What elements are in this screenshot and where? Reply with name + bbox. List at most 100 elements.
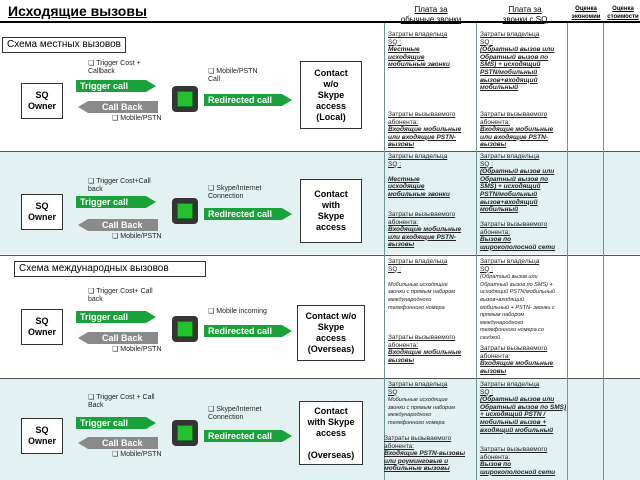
- callback-note: ❑Mobile/PSTN: [112, 451, 162, 459]
- mid-note-text: Skype/Internet Connection: [208, 406, 262, 421]
- column-divider: [603, 23, 604, 480]
- contact-box: Contact w/o Skype access (Overseas): [297, 305, 365, 361]
- cell-value: Входящие мобильные или входящие PSTN- вы…: [480, 126, 554, 149]
- column-divider: [384, 23, 385, 480]
- cell-label: Затраты вызываемого абонента:: [384, 435, 452, 450]
- cell-value: (Обратный вызов или Обратный вызов по SM…: [480, 274, 556, 341]
- section-intl-label: Схема международных вызовов: [14, 261, 206, 277]
- cell-value: Входящие мобильные или входящие PSTN- вы…: [388, 226, 462, 249]
- header-sq-calls: Плата за звонки с SQ: [502, 5, 548, 24]
- section-local-label: Схема местных вызовов: [2, 37, 126, 53]
- cell-label: Затраты вызываемого абонента:: [480, 345, 548, 360]
- switch-icon: [172, 420, 198, 446]
- callback-note-text: Mobile/PSTN: [120, 451, 162, 458]
- bullet-icon: ❑: [208, 185, 215, 192]
- sq-cost-owner-cell: Затраты владельца SQ : (Обратный вызов и…: [480, 258, 567, 344]
- bullet-icon: ❑: [112, 233, 119, 240]
- header-cost: Оценка стоимости: [607, 6, 639, 20]
- callback-note-text: Mobile/PSTN: [120, 115, 162, 122]
- call-back-arrow: Call Back: [78, 219, 158, 231]
- plain-cost-owner-cell: Затраты владельца SQ : Местные исходящие…: [388, 31, 476, 101]
- cell-value: Местные исходящие мобильные звонки: [388, 175, 450, 198]
- sq-cost-owner-cell: Затраты владельца SQ : (Обратный вызов и…: [480, 31, 567, 107]
- cell-label: Затраты вызываемого абонента:: [480, 446, 548, 461]
- cell-label: Затраты владельца SQ :: [480, 153, 540, 168]
- mid-note: ❑Skype/Internet Connection: [208, 185, 261, 201]
- call-back-arrow: Call Back: [78, 437, 158, 449]
- plain-cost-owner-cell: Затраты владельца SQ Мобильные исходящие…: [388, 381, 476, 433]
- cell-value: Вызов по широкополосной сети: [480, 236, 556, 251]
- cell-label: Затраты вызываемого абонента:: [388, 111, 456, 126]
- cell-value: Вызов по широкополосной сети: [480, 461, 556, 476]
- trigger-call-arrow: Trigger call: [76, 80, 156, 92]
- contact-box: Contact w/o Skype access (Local): [300, 61, 362, 129]
- plain-cost-callee-cell: Затраты вызываемого абонента: Входящие м…: [388, 111, 476, 151]
- callback-note: ❑Mobile/PSTN: [112, 115, 162, 123]
- redirected-call-arrow: Redirected call: [204, 325, 292, 337]
- sq-owner-box: SQ Owner: [21, 194, 63, 230]
- page-title: Исходящие вызовы: [8, 3, 147, 19]
- cell-value: Входящие PSTN-вызовы или роуминговые и м…: [384, 450, 466, 473]
- mid-note-text: Mobile incoming: [216, 308, 267, 315]
- mid-note: ❑Skype/Internet Connection: [208, 406, 261, 422]
- trigger-call-arrow: Trigger call: [76, 417, 156, 429]
- call-back-arrow: Call Back: [78, 332, 158, 344]
- sq-cost-owner-cell: Затраты владельца SQ : (Обратный вызов и…: [480, 153, 567, 219]
- trigger-call-arrow: Trigger call: [76, 196, 156, 208]
- cell-value: Входящие мобильные или входящие PSTN- вы…: [388, 126, 462, 149]
- redirected-call-arrow: Redirected call: [204, 94, 292, 106]
- cell-label: Затраты владельца SQ :: [480, 31, 540, 46]
- redirected-call-arrow: Redirected call: [204, 430, 292, 442]
- callback-note-text: Mobile/PSTN: [120, 346, 162, 353]
- call-back-arrow: Call Back: [78, 101, 158, 113]
- sq-owner-box: SQ Owner: [21, 83, 63, 119]
- plain-cost-owner-cell: Затраты владельца SQ : Мобильные исходящ…: [388, 258, 476, 330]
- cell-value: Входящие мобильные вызовы: [480, 360, 554, 375]
- cell-label: Затраты владельца SQ :: [480, 258, 540, 273]
- sq-cost-owner-cell: Затраты владельца SQ : (Обратный вызов и…: [480, 381, 568, 441]
- callback-note-text: Mobile/PSTN: [120, 233, 162, 240]
- plain-cost-owner-cell: Затраты владельца SQ : Местные исходящие…: [388, 153, 476, 209]
- redirected-call-arrow: Redirected call: [204, 208, 292, 220]
- cell-label: Затраты вызываемого абонента:: [388, 211, 456, 226]
- contact-box: Contact with Skype access (Overseas): [299, 401, 363, 465]
- cell-label: Затраты владельца SQ :: [480, 381, 540, 396]
- header-divider: [0, 21, 640, 23]
- trigger-cost-note: ❑Trigger Cost + Call Back: [88, 394, 155, 410]
- sq-cost-callee-cell: Затраты вызываемого абонента: Вызов по ш…: [480, 446, 567, 480]
- header-savings: Оценка экономии: [571, 6, 601, 20]
- cell-value: Местные исходящие мобильные звонки: [388, 46, 450, 69]
- callback-note: ❑Mobile/PSTN: [112, 233, 162, 241]
- column-divider: [567, 23, 568, 480]
- mid-note-text: Mobile/PSTN Call: [208, 68, 258, 83]
- bullet-icon: ❑: [88, 288, 95, 295]
- cell-label: Затраты владельца SQ :: [388, 31, 448, 46]
- mid-note: ❑Mobile incoming: [208, 308, 267, 316]
- bullet-icon: ❑: [88, 178, 95, 185]
- cell-label: Затраты вызываемого абонента:: [480, 111, 548, 126]
- sq-cost-callee-cell: Затраты вызываемого абонента: Входящие м…: [480, 111, 567, 151]
- cell-label: Затраты владельца SQ :: [388, 258, 448, 273]
- sq-owner-box: SQ Owner: [21, 418, 63, 454]
- cell-label: Затраты владельца SQ :: [388, 153, 448, 168]
- trigger-cost-text: Trigger Cost + Callback: [88, 60, 141, 75]
- cell-value: (Обратный вызов или Обратный вызов по SM…: [480, 396, 567, 434]
- trigger-cost-note: ❑Trigger Cost+ Call back: [88, 288, 153, 304]
- cell-value: (Обратный вызов или Обратный вызов по SM…: [480, 168, 555, 214]
- switch-icon: [172, 316, 198, 342]
- trigger-cost-text: Trigger Cost + Call Back: [88, 394, 155, 409]
- sq-cost-callee-cell: Затраты вызываемого абонента: Вызов по ш…: [480, 221, 567, 255]
- bullet-icon: ❑: [208, 68, 215, 75]
- mid-note: ❑Mobile/PSTN Call: [208, 68, 258, 84]
- column-divider: [476, 23, 477, 480]
- bullet-icon: ❑: [208, 308, 215, 315]
- switch-icon: [172, 86, 198, 112]
- bullet-icon: ❑: [112, 115, 119, 122]
- trigger-cost-note: ❑Trigger Cost + Callback: [88, 60, 141, 76]
- bullet-icon: ❑: [88, 60, 95, 67]
- plain-cost-callee-cell: Затраты вызываемого абонента: Входящие м…: [388, 334, 476, 378]
- header-plain-calls: Плата за обычные звонки: [400, 5, 462, 24]
- bullet-icon: ❑: [208, 406, 215, 413]
- trigger-cost-text: Trigger Cost+ Call back: [88, 288, 153, 303]
- cell-value: (Обратный вызов или Обратный вызов по SM…: [480, 46, 555, 92]
